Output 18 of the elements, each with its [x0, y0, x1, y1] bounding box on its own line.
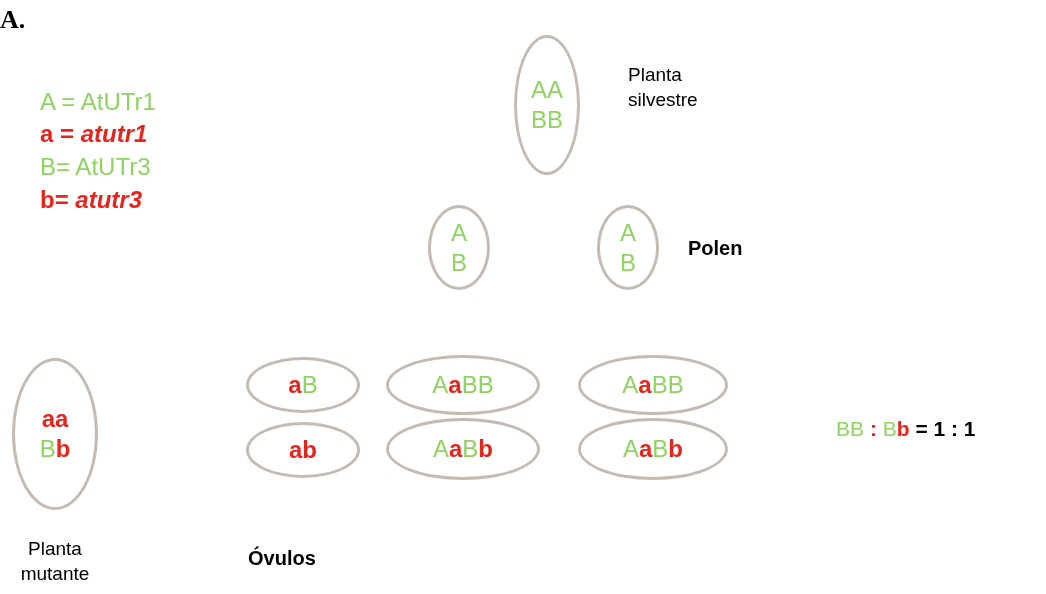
panel-letter: A.	[0, 4, 26, 36]
allele-key: B= AtUTr3	[40, 149, 151, 185]
genotype-text: AaBb	[622, 434, 684, 464]
genotype-text: AaBB	[432, 370, 494, 400]
genotype-text: aa Bb	[39, 404, 71, 464]
group-label: Polen	[688, 236, 743, 261]
group-label: Óvulos	[248, 545, 316, 571]
ratio-text: BB : Bb = 1 : 1	[836, 416, 976, 442]
genotype-text: A B	[620, 217, 636, 278]
genotype-text: AA BB	[531, 75, 563, 135]
genotype-text: AaBB	[622, 370, 684, 400]
allele-key: b= atutr3	[40, 182, 143, 218]
genotype-text: AaBb	[432, 434, 494, 464]
genotype-text: A B	[451, 217, 467, 278]
genotype-text: ab	[289, 435, 317, 465]
genotype-text: aB	[288, 370, 318, 400]
node-caption: Planta mutante	[19, 537, 91, 586]
node-caption: Planta silvestre	[628, 63, 699, 112]
